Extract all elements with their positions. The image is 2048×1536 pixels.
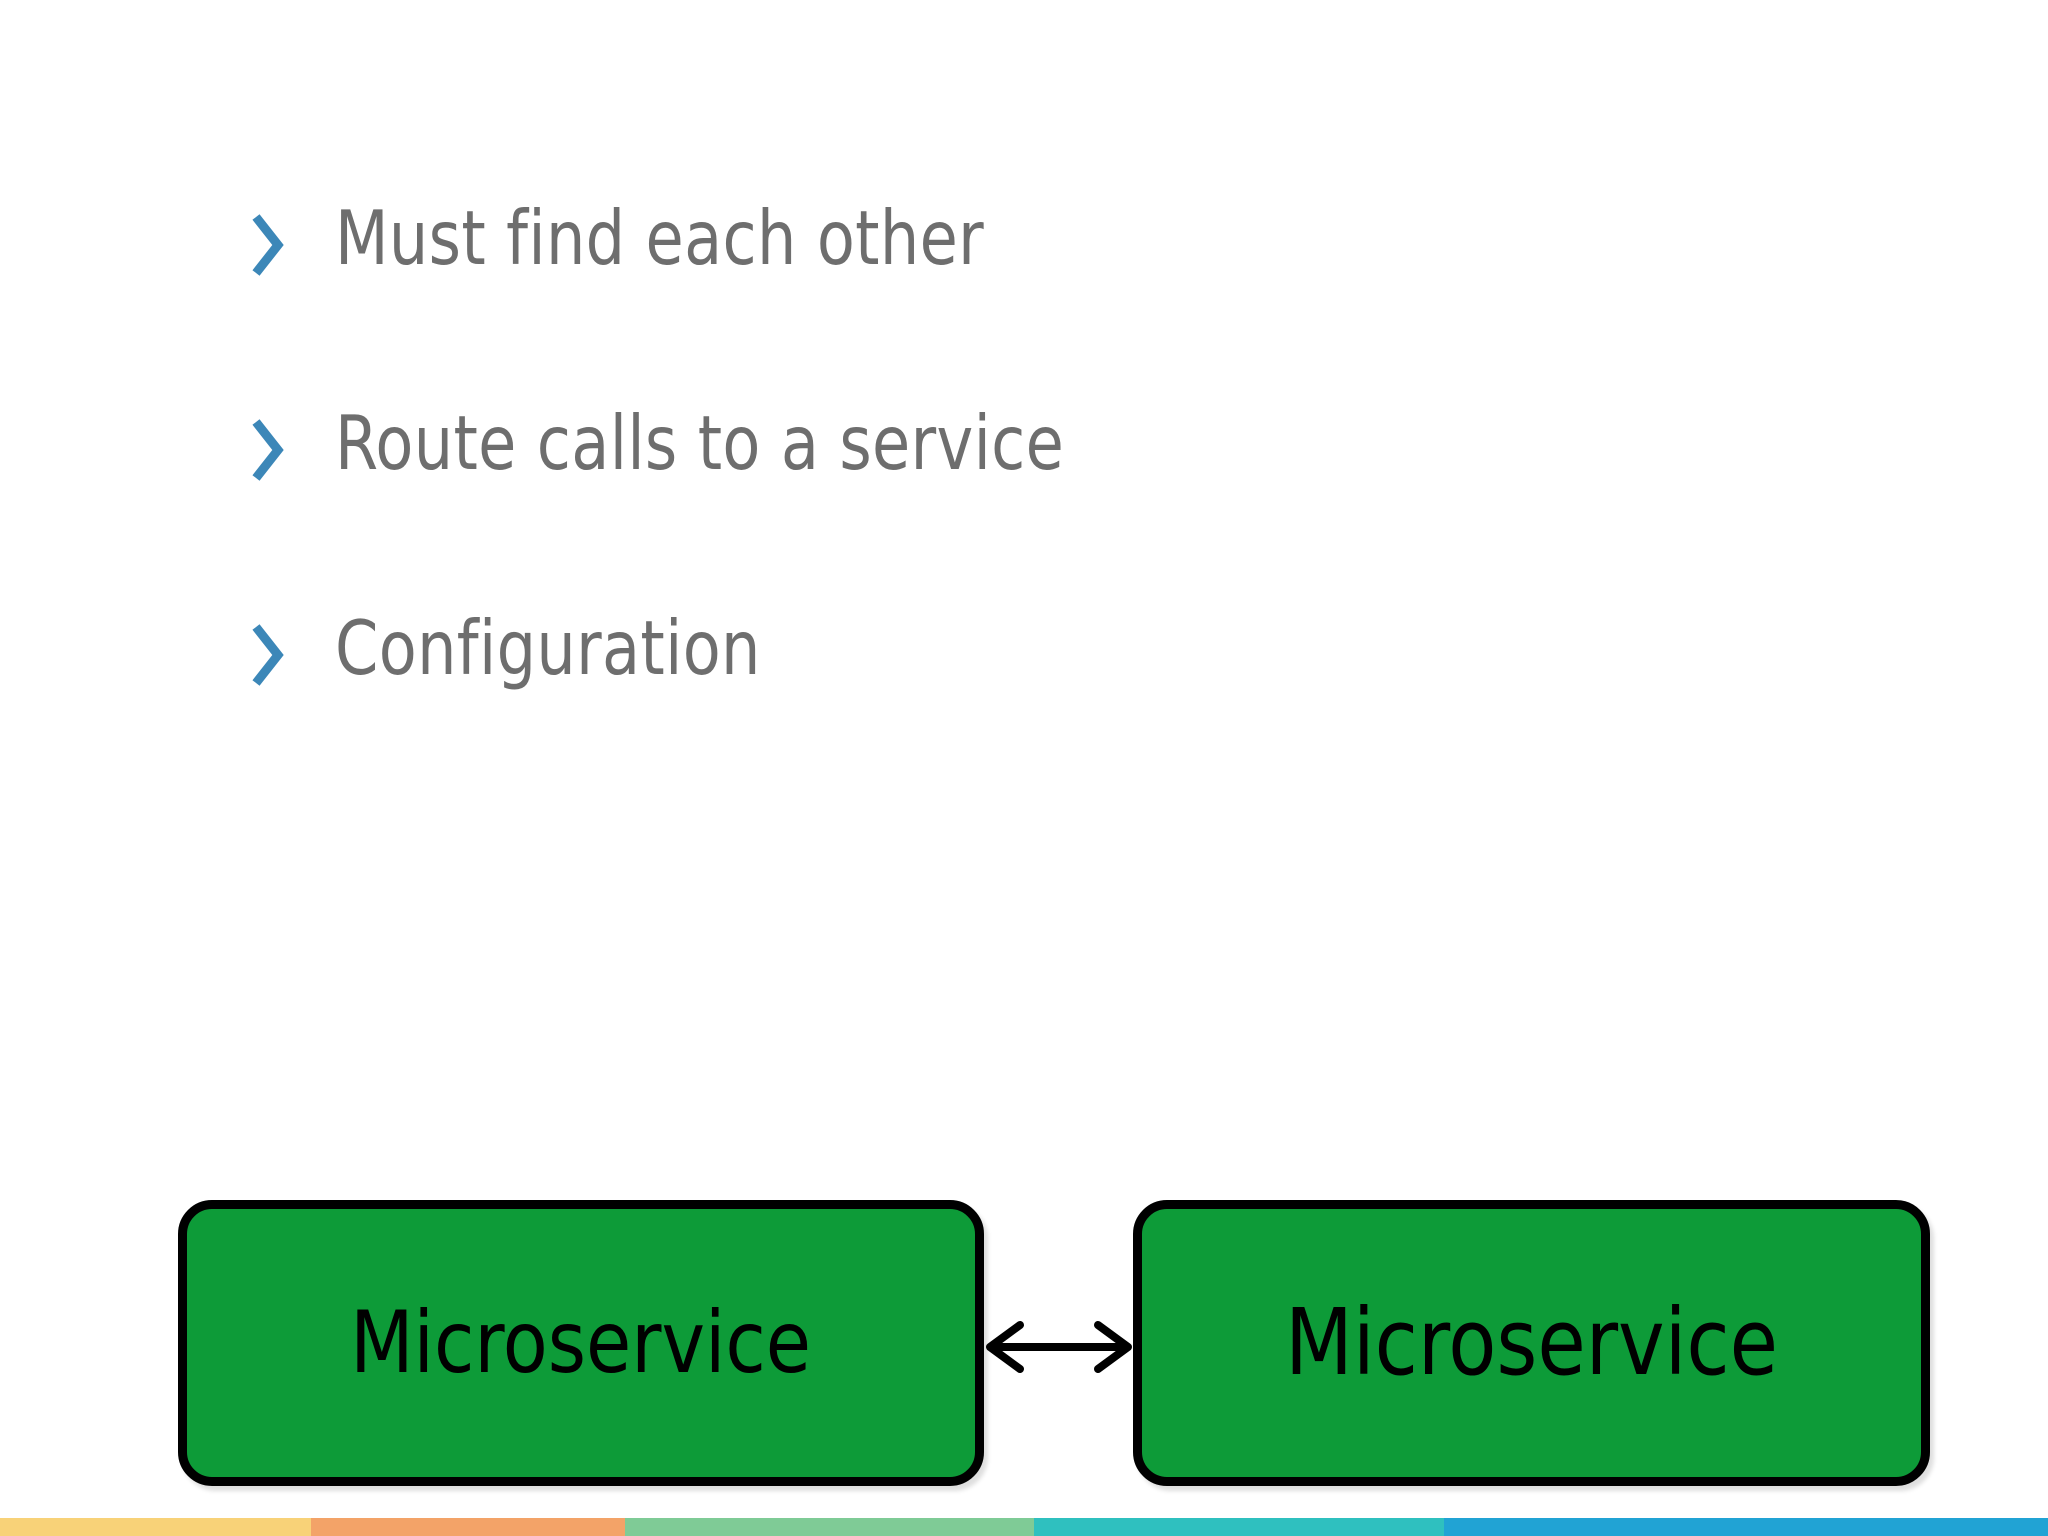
chevron-right-icon <box>244 408 290 492</box>
list-item: Must find each other <box>244 195 1744 400</box>
microservice-node-label: Microservice <box>1284 1289 1779 1396</box>
list-item: Configuration <box>244 605 1744 810</box>
list-item-label: Must find each other <box>335 194 985 282</box>
microservice-node-right: Microservice <box>1133 1200 1930 1486</box>
microservice-node-label: Microservice <box>350 1293 812 1393</box>
accent-bar-segment-teal <box>1034 1518 1444 1536</box>
accent-bar-segment-blue <box>1443 1518 2048 1536</box>
chevron-right-icon <box>244 613 290 697</box>
accent-bar <box>0 1518 2048 1536</box>
list-item: Route calls to a service <box>244 400 1744 605</box>
accent-bar-segment-gold <box>0 1518 312 1536</box>
bullet-list: Must find each other Route calls to a se… <box>244 195 1744 810</box>
list-item-label: Route calls to a service <box>335 399 1065 487</box>
chevron-right-icon <box>244 203 290 287</box>
accent-bar-segment-green <box>624 1518 1035 1536</box>
bidirectional-arrow-icon <box>976 1317 1142 1377</box>
list-item-label: Configuration <box>335 604 761 692</box>
microservice-node-left: Microservice <box>178 1200 984 1486</box>
accent-bar-segment-orange <box>311 1518 625 1536</box>
microservice-diagram: Microservice Microservice <box>0 1190 2048 1500</box>
